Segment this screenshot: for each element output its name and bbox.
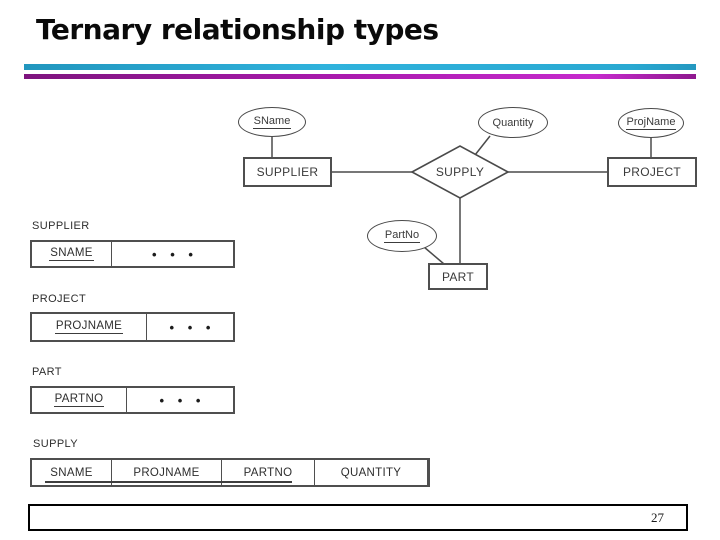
- page-title: Ternary relationship types: [36, 13, 439, 46]
- composite-key-underline: [45, 481, 292, 483]
- entity-box-part: PART: [428, 263, 488, 290]
- schema-title-supplier: SUPPLIER: [32, 220, 90, 232]
- schema-cell: • • •: [127, 388, 233, 412]
- schema-cell: • • •: [112, 242, 233, 266]
- connector-quantity-supply: [474, 135, 491, 156]
- connector-partno-part: [423, 246, 445, 265]
- schema-table-supply: SNAME PROJNAME PARTNO QUANTITY: [30, 458, 430, 487]
- footer-bar: 27: [28, 504, 688, 531]
- entity-label-part: PART: [441, 269, 475, 284]
- column-label: PROJNAME: [54, 320, 124, 334]
- schema-cell: SNAME: [32, 242, 112, 266]
- ellipsis-dots: • • •: [152, 246, 198, 262]
- schema-table-part: PARTNO • • •: [30, 386, 235, 414]
- attribute-ellipse-quantity: Quantity: [478, 107, 548, 138]
- attribute-label-projname: ProjName: [625, 116, 677, 130]
- schema-table-project: PROJNAME • • •: [30, 312, 235, 342]
- column-label: SNAME: [50, 466, 93, 479]
- ellipsis-dots: • • •: [169, 319, 216, 335]
- ellipsis-dots: • • •: [159, 392, 206, 408]
- divider-rule-magenta: [24, 74, 696, 79]
- attribute-label-sname: SName: [252, 115, 292, 129]
- attribute-ellipse-sname: SName: [238, 107, 306, 137]
- entity-label-supplier: SUPPLIER: [256, 165, 319, 179]
- column-label: PARTNO: [243, 466, 293, 479]
- attribute-label-quantity: Quantity: [492, 116, 534, 129]
- schema-cell: QUANTITY: [315, 460, 428, 485]
- schema-cell: PROJNAME: [32, 314, 147, 340]
- entity-box-supplier: SUPPLIER: [243, 157, 332, 187]
- schema-cell: • • •: [147, 314, 233, 340]
- entity-label-project: PROJECT: [622, 165, 682, 179]
- column-label: SNAME: [49, 247, 94, 261]
- relationship-label-supply: SUPPLY: [435, 165, 485, 179]
- attribute-ellipse-projname: ProjName: [618, 108, 684, 138]
- column-label: PROJNAME: [133, 466, 200, 479]
- entity-box-project: PROJECT: [607, 157, 697, 187]
- supply-diamond-shape: [410, 145, 510, 199]
- schema-cell: SNAME: [32, 460, 112, 485]
- schema-cell: PARTNO: [222, 460, 315, 485]
- schema-title-supply: SUPPLY: [33, 438, 78, 450]
- divider-rule-cyan: [24, 64, 696, 70]
- column-label: QUANTITY: [340, 466, 402, 479]
- schema-title-part: PART: [32, 366, 62, 378]
- relationship-diamond-supply: SUPPLY: [412, 148, 508, 196]
- column-label: PARTNO: [53, 393, 105, 407]
- schema-title-project: PROJECT: [32, 293, 87, 305]
- schema-cell: PARTNO: [32, 388, 127, 412]
- schema-cell: PROJNAME: [112, 460, 222, 485]
- page-number: 27: [651, 509, 664, 525]
- schema-table-supplier: SNAME • • •: [30, 240, 235, 268]
- attribute-ellipse-partno: PartNo: [367, 220, 437, 252]
- attribute-label-partno: PartNo: [383, 229, 421, 243]
